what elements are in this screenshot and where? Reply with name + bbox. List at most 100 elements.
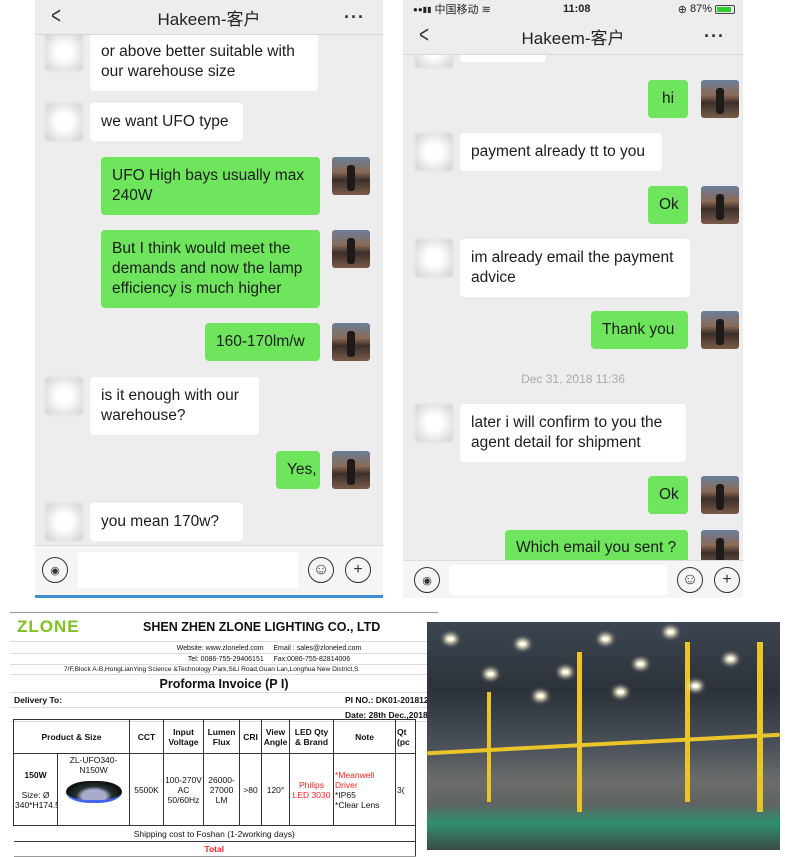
- message-bubble: 160-170lm/w: [205, 323, 320, 361]
- col-voltage: Input Voltage: [163, 719, 205, 754]
- message-bubble: payment already tt to you: [460, 133, 662, 171]
- product-table: Product & Size CCT Input Voltage Lumen F…: [12, 719, 417, 857]
- ufo-lamp-image: [65, 781, 122, 803]
- lock-rotation-icon: ⊕: [677, 3, 687, 16]
- col-product: Product & Size: [12, 719, 131, 754]
- col-note: Note: [333, 719, 397, 754]
- carrier: 中国移动: [434, 4, 479, 16]
- model-cell: ZL-UFO340-N150W: [56, 753, 131, 826]
- cct-cell: 5500K: [129, 753, 165, 826]
- website: Website: www.zloneled.com: [176, 645, 264, 652]
- model-number: ZL-UFO340-N150W: [69, 755, 118, 775]
- led-cell: Philips LED 3030: [289, 753, 335, 826]
- battery-percent: 87%: [689, 3, 712, 15]
- product-cell: 150W Size: Ø 340*H174.5mm: [13, 753, 58, 826]
- message-bubble: later i will confirm to you the agent de…: [460, 404, 686, 462]
- angle-cell: 120°: [261, 753, 291, 826]
- chat-header: < Hakeem-客户 ···: [35, 0, 383, 35]
- contact-avatar[interactable]: [415, 404, 453, 442]
- contact-avatar[interactable]: [415, 133, 453, 171]
- plus-icon[interactable]: +: [345, 557, 371, 583]
- col-cri: CRI: [239, 719, 263, 754]
- contact-avatar[interactable]: [415, 239, 453, 277]
- back-icon[interactable]: <: [51, 2, 61, 30]
- back-icon[interactable]: <: [419, 21, 429, 49]
- plus-icon[interactable]: +: [714, 567, 740, 593]
- message-bubble: Yes,: [276, 451, 320, 489]
- wifi-icon: ≋: [481, 3, 491, 16]
- address: 7/F,Block A-B,HongLianYing Science &Tech…: [10, 665, 438, 675]
- user-avatar[interactable]: [332, 230, 370, 268]
- col-qty: Qt (pc: [395, 719, 417, 754]
- message-bubble: we want UFO type: [90, 103, 243, 141]
- message-bubble: Ok: [648, 186, 688, 224]
- chat-title: Hakeem-客户: [521, 28, 625, 48]
- emoji-icon[interactable]: ☺: [677, 567, 703, 593]
- input-bar: ◉ ☺ +: [35, 545, 383, 595]
- voice-icon[interactable]: ◉: [42, 557, 68, 583]
- invoice-title: Proforma Invoice (P I): [10, 675, 438, 693]
- user-avatar[interactable]: [701, 80, 739, 118]
- invoice-date: Date: 28th Dec.,2018: [345, 710, 428, 720]
- emoji-icon[interactable]: ☺: [308, 557, 334, 583]
- company-name: SHEN ZHEN ZLONE LIGHTING CO., LTD: [143, 620, 381, 634]
- message-bubble: or above better suitable with our wareho…: [90, 33, 318, 91]
- note-lens: *Clear Lens: [335, 799, 380, 810]
- fax: Fax:0086-755-82814006: [273, 656, 351, 663]
- col-angle: View Angle: [261, 719, 291, 754]
- col-led: LED Qty & Brand: [289, 719, 335, 754]
- message-input[interactable]: [449, 565, 667, 595]
- message-bubble: hi: [648, 80, 688, 118]
- user-avatar[interactable]: [332, 323, 370, 361]
- email: Email : sales@zloneled.com: [273, 645, 362, 652]
- qty-cell: 3(: [395, 753, 417, 826]
- col-lumen: Lumen Flux: [203, 719, 241, 754]
- contact-avatar[interactable]: [45, 503, 83, 541]
- cri-cell: >80: [239, 753, 263, 826]
- col-cct: CCT: [129, 719, 165, 754]
- user-avatar[interactable]: [332, 157, 370, 195]
- message-bubble: Ok: [648, 476, 688, 514]
- signal-icon: ●●▮▮: [413, 4, 432, 14]
- message-bubble: But I think would meet the demands and n…: [101, 230, 320, 308]
- pi-number: PI NO.: DK01-201812: [345, 695, 429, 705]
- shipping-row: Shipping cost to Foshan (1-2working days…: [13, 825, 417, 842]
- user-avatar[interactable]: [701, 186, 739, 224]
- chat-header: < Hakeem-客户 ···: [403, 18, 743, 55]
- delivery-label: Delivery To:: [14, 695, 63, 705]
- message-bubble: UFO High bays usually max 240W: [101, 157, 320, 215]
- message-bubble: Thank you: [591, 311, 688, 349]
- warehouse-photo: [427, 622, 780, 850]
- message-bubble: im already email the payment advice: [460, 239, 690, 297]
- status-bar: ●●▮▮ 中国移动 ≋ 11:08 ⊕ 87%: [403, 0, 743, 18]
- more-icon[interactable]: ···: [344, 6, 365, 27]
- more-icon[interactable]: ···: [704, 25, 725, 46]
- user-avatar[interactable]: [701, 476, 739, 514]
- product-size: Size: Ø 340*H174.5mm: [15, 789, 57, 810]
- product-power: 150W: [24, 769, 47, 780]
- total-row: Total: [13, 841, 417, 857]
- input-bar: ◉ ☺ +: [403, 560, 743, 598]
- user-avatar[interactable]: [332, 451, 370, 489]
- voltage-cell: 100-270V AC 50/60Hz: [163, 753, 205, 826]
- company-logo: ZLONE: [17, 617, 80, 636]
- clock: 11:08: [563, 3, 591, 15]
- telephone: Tel: 0086-755-29406151: [187, 656, 264, 663]
- user-avatar[interactable]: [701, 311, 739, 349]
- contact-avatar[interactable]: [45, 103, 83, 141]
- chat-title: Hakeem-客户: [157, 9, 261, 29]
- note-cell: *Meanwell Driver*IP65*Clear Lens: [333, 753, 397, 826]
- note-driver: *Meanwell Driver: [335, 769, 375, 790]
- contact-avatar[interactable]: [45, 33, 83, 71]
- proforma-invoice: ZLONE SHEN ZHEN ZLONE LIGHTING CO., LTD …: [10, 612, 438, 857]
- message-bubble: is it enough with our warehouse?: [90, 377, 259, 435]
- voice-icon[interactable]: ◉: [414, 567, 440, 593]
- message-bubble: you mean 170w?: [90, 503, 243, 541]
- message-timestamp: Dec 31, 2018 11:36: [521, 372, 625, 386]
- message-input[interactable]: [78, 552, 298, 588]
- note-ip: *IP65: [335, 789, 356, 800]
- contact-avatar[interactable]: [45, 377, 83, 415]
- lumen-cell: 26000-27000 LM: [203, 753, 241, 826]
- left-chat-window: < Hakeem-客户 ··· or above better suitable…: [35, 0, 383, 598]
- battery-icon: [715, 4, 735, 14]
